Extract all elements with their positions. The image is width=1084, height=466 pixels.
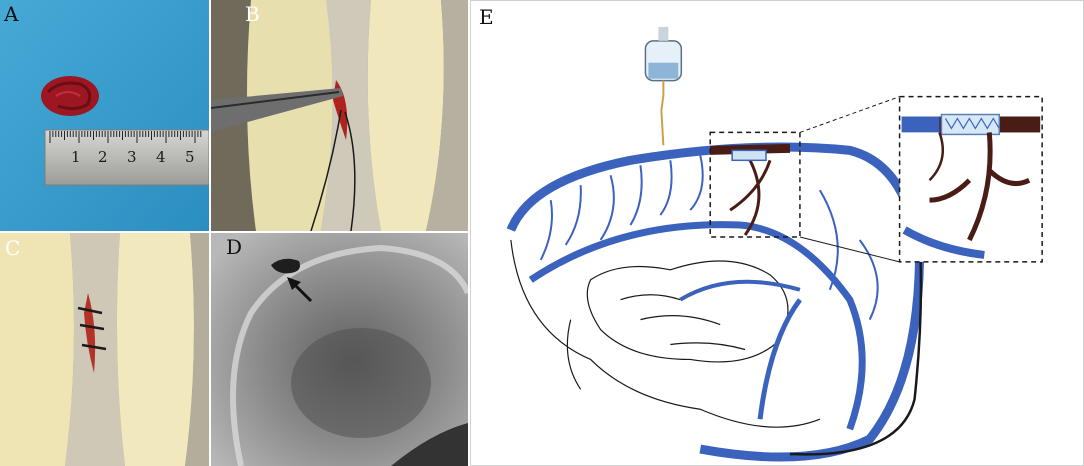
- panel-d-label: D: [226, 235, 243, 259]
- ruler-number-5: 5: [185, 148, 195, 166]
- panel-c: C: [0, 233, 209, 466]
- radiopaque-marker: [271, 258, 300, 274]
- ruler-number-1: 1: [71, 148, 81, 166]
- panel-b-label: B: [245, 2, 260, 26]
- panel-c-photo: [0, 233, 209, 466]
- cortical-veins: [539, 155, 879, 321]
- stent: [731, 149, 767, 162]
- ruler-number-2: 2: [98, 148, 108, 166]
- panel-a-photo: 1 2 3 4 5: [0, 0, 209, 231]
- brain-outline: [510, 239, 821, 428]
- panel-b-photo: [211, 0, 468, 231]
- suture: [310, 109, 342, 231]
- panel-c-label: C: [5, 236, 21, 260]
- sagittal-sinus: [506, 142, 925, 462]
- specimen: [41, 76, 99, 116]
- iv-drip-icon: [644, 26, 683, 146]
- panel-a-label: A: [4, 2, 19, 26]
- panel-d-xray: [211, 233, 468, 466]
- panel-a: 1 2 3 4 5 A: [0, 0, 209, 231]
- forceps: [211, 88, 343, 132]
- arrow-icon: [287, 277, 313, 303]
- ruler: 1 2 3 4 5: [44, 129, 209, 186]
- dark-veins: [729, 159, 772, 236]
- panel-e-illustration: [506, 26, 1043, 462]
- panel-e: E: [470, 0, 1084, 466]
- panel-d: D: [211, 233, 468, 466]
- ruler-number-4: 4: [156, 148, 166, 166]
- zoom-inset: [898, 95, 1043, 263]
- panel-b: B: [211, 0, 468, 231]
- selection-box: [709, 131, 801, 238]
- sutured-wound: [84, 293, 96, 373]
- ruler-number-3: 3: [127, 148, 137, 166]
- panel-e-label: E: [479, 5, 494, 29]
